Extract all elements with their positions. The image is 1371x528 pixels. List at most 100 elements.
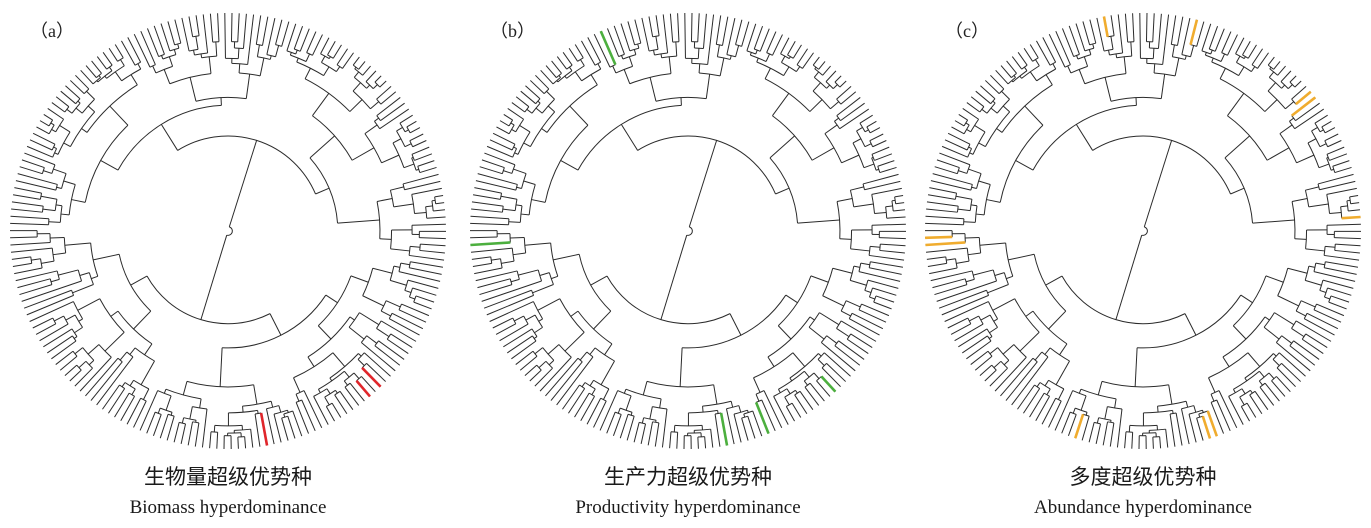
species-branch — [503, 328, 533, 348]
species-branch — [529, 369, 542, 382]
tree-arc — [119, 384, 125, 389]
species-branch — [409, 254, 445, 261]
tree-branch — [199, 398, 202, 409]
tree-arc — [894, 196, 897, 204]
tree-arc — [234, 47, 244, 49]
species-branch — [599, 390, 619, 431]
species-branch — [188, 16, 194, 37]
tree-branch — [74, 326, 83, 334]
tree-arc — [304, 78, 351, 112]
tree-arc — [879, 244, 881, 251]
tree-branch — [293, 377, 301, 393]
species-branch — [201, 408, 208, 448]
tree-arc — [846, 333, 852, 340]
tree-arc — [134, 347, 155, 362]
tree-arc — [1032, 310, 1068, 345]
species-branch — [873, 301, 892, 310]
tree-branch — [523, 180, 536, 186]
panel-biomass: （a） 生物量超级优势种 Biomass hyperdominance — [0, 0, 456, 528]
tree-arc — [257, 56, 271, 60]
species-branch — [893, 209, 906, 212]
species-branch — [419, 249, 445, 254]
species-branch — [410, 261, 444, 268]
species-branch — [1000, 357, 1034, 397]
tree-arc — [817, 352, 825, 360]
tree-branch — [215, 41, 218, 57]
tree-branch — [874, 211, 887, 215]
species-branch — [826, 362, 846, 382]
tree-arc — [1061, 275, 1186, 325]
tree-arc — [824, 133, 843, 164]
tree-branch — [81, 128, 88, 133]
species-branch — [477, 278, 511, 289]
tree-branch — [1230, 187, 1245, 195]
tree-branch — [519, 125, 531, 133]
species-branch — [726, 17, 736, 55]
species-branch — [325, 406, 335, 422]
tree-branch — [163, 389, 167, 394]
tree-branch — [54, 152, 59, 155]
species-branch — [1327, 140, 1342, 148]
tree-branch — [649, 77, 657, 102]
tree-arc — [529, 111, 556, 147]
species-branch — [75, 74, 90, 90]
tree-branch — [1308, 265, 1316, 268]
species-branch — [871, 223, 906, 226]
tree-branch — [77, 100, 81, 104]
species-branch — [1029, 392, 1045, 418]
species-branch — [363, 352, 391, 377]
species-branch — [1246, 402, 1257, 418]
tree-branch — [372, 267, 393, 274]
tree-branch — [1052, 63, 1057, 70]
tree-branch — [1083, 56, 1089, 67]
species-branch — [327, 40, 336, 56]
hyperdominant-species-branch — [1341, 215, 1361, 220]
tree-arc — [566, 65, 585, 79]
tree-arc — [716, 43, 723, 46]
species-branch — [1110, 15, 1115, 36]
tree-branch — [1198, 413, 1201, 418]
species-branch — [1330, 295, 1350, 303]
species-branch — [254, 413, 261, 447]
tree-branch — [237, 48, 240, 59]
species-branch — [850, 333, 873, 348]
tree-branch — [1281, 84, 1286, 89]
tree-branch — [1110, 36, 1114, 50]
tree-branch — [655, 36, 659, 50]
tree-branch — [604, 343, 613, 356]
species-branch — [187, 421, 194, 446]
tree-branch — [971, 186, 977, 190]
tree-branch — [553, 253, 580, 261]
species-branch — [840, 320, 877, 342]
tree-arc — [352, 64, 359, 70]
species-branch — [358, 61, 366, 70]
species-branch — [954, 120, 965, 127]
tree-branch — [502, 208, 516, 212]
hyperdominant-species-branch — [754, 401, 770, 435]
tree-arc — [1241, 402, 1248, 407]
tree-branch — [309, 135, 335, 159]
tree-branch — [845, 300, 861, 308]
species-branch — [929, 267, 958, 275]
species-branch — [1117, 14, 1124, 54]
tree-branch — [1048, 310, 1067, 330]
tree-arc — [521, 173, 527, 189]
species-branch — [339, 391, 354, 410]
tree-branch — [769, 135, 795, 159]
tree-arc — [979, 106, 985, 113]
tree-arc — [537, 269, 543, 282]
tree-arc — [1228, 388, 1243, 397]
species-branch — [266, 17, 276, 55]
tree-branch — [1263, 326, 1280, 340]
species-branch — [374, 345, 401, 366]
species-branch — [1289, 345, 1316, 366]
tree-arc — [702, 400, 732, 407]
species-branch — [704, 436, 707, 449]
tree-branch — [491, 258, 501, 261]
tree-branch — [1001, 90, 1010, 100]
tree-branch — [1075, 124, 1094, 151]
species-branch — [1328, 301, 1347, 310]
tree-branch — [1067, 65, 1072, 74]
tree-arc — [584, 382, 596, 390]
species-branch — [932, 278, 966, 289]
